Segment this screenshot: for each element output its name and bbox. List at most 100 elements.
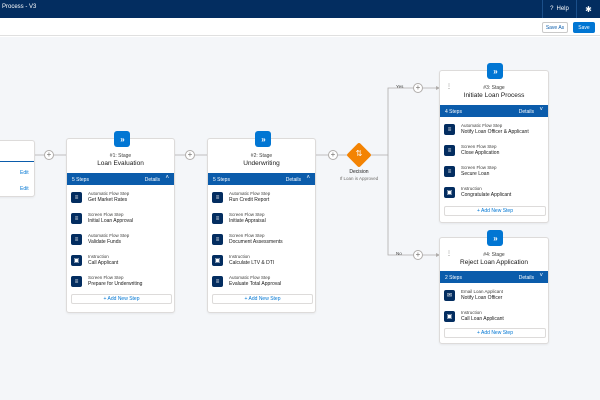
step-item[interactable]: ≡ Automatic Flow Step Validate Funds [71, 232, 170, 250]
add-step-button[interactable]: + Add New Step [71, 294, 172, 304]
settings-button[interactable]: ✱ [576, 0, 600, 18]
step-item[interactable]: ▣ Instruction Congratulate Applicant [444, 185, 544, 203]
stage-number: #4: Stage [483, 252, 505, 258]
email-icon: ✉ [444, 290, 455, 301]
add-stage-button[interactable]: + [328, 150, 338, 160]
chevron-down-icon[interactable]: ˅ [539, 107, 543, 113]
step-count: 5 Steps [213, 176, 230, 183]
drag-handle-icon[interactable]: ⋮ [446, 84, 452, 90]
step-type: Instruction [461, 186, 482, 191]
stage-card-reject-loan-application[interactable]: » ⋮ #4: Stage Reject Loan Application 2 … [439, 230, 549, 344]
stage-steps-bar: 5 Steps Details ˄ [67, 173, 174, 185]
step-type: Automatic Flow Step [88, 191, 130, 196]
step-name: Secure Loan [461, 171, 490, 177]
step-item[interactable]: ▣ Instruction Call Loan Applicant [444, 309, 544, 327]
question-icon: ? [550, 6, 554, 12]
help-button[interactable]: ? Help [542, 0, 576, 18]
details-toggle[interactable]: Details [285, 176, 301, 183]
step-type: Automatic Flow Step [88, 233, 130, 238]
step-item[interactable]: ≡ Screen Flow Step Close Application [444, 143, 544, 161]
details-toggle[interactable]: Details [518, 274, 534, 281]
step-name: Validate Funds [88, 239, 121, 245]
app-header: Process - V3 ? Help ✱ [0, 0, 600, 18]
flow-icon: ≡ [444, 166, 455, 177]
edit-link[interactable]: Edit [20, 186, 29, 192]
step-type: Automatic Flow Step [229, 191, 271, 196]
stage-card-underwriting[interactable]: » #2: Stage Underwriting 5 Steps Details… [207, 131, 316, 313]
step-item[interactable]: ≡ Screen Flow Step Document Assessments [212, 232, 311, 250]
stage-icon: » [487, 230, 503, 246]
add-step-button[interactable]: + Add New Step [444, 206, 546, 216]
flow-icon: ≡ [71, 234, 82, 245]
step-item[interactable]: ≡ Automatic Flow Step Notify Loan Office… [444, 122, 544, 140]
details-toggle[interactable]: Details [518, 108, 534, 115]
add-step-button[interactable]: + Add New Step [212, 294, 313, 304]
step-name: Get Market Rates [88, 197, 128, 203]
step-type: Instruction [461, 310, 482, 315]
flow-icon: ≡ [212, 276, 223, 287]
details-toggle[interactable]: Details [144, 176, 160, 183]
chevron-up-icon[interactable]: ˄ [306, 175, 310, 181]
step-type: Email Loan Applicant [461, 289, 504, 294]
flow-icon: ≡ [71, 192, 82, 203]
drag-handle-icon[interactable]: ⋮ [446, 251, 452, 257]
step-item[interactable]: ≡ Automatic Flow Step Evaluate Total App… [212, 274, 311, 292]
stage-card-initiate-loan-process[interactable]: » ⋮ #3: Stage Initiate Loan Process 4 St… [439, 63, 549, 223]
step-item[interactable]: ≡ Automatic Flow Step Run Credit Report [212, 190, 311, 208]
decision-icon: ⇅ [355, 149, 363, 158]
gear-icon: ✱ [585, 4, 592, 14]
instruction-icon: ▣ [444, 187, 455, 198]
step-item[interactable]: ▣ Instruction Calculate LTV & DTI [212, 253, 311, 271]
instruction-icon: ▣ [444, 311, 455, 322]
divider [0, 161, 34, 162]
step-type: Screen Flow Step [88, 275, 124, 280]
step-name: Calculate LTV & DTI [229, 260, 275, 266]
chevron-down-icon[interactable]: ˅ [539, 273, 543, 279]
stage-name: Initiate Loan Process [463, 92, 525, 99]
help-label: Help [556, 6, 569, 12]
step-item[interactable]: ▣ Instruction Call Applicant [71, 253, 170, 271]
step-item[interactable]: ✉ Email Loan Applicant Notify Loan Offic… [444, 288, 544, 306]
stage-steps-bar: 2 Steps Details ˅ [440, 271, 548, 283]
stage-number: #3: Stage [483, 85, 505, 91]
step-name: Close Application [461, 150, 500, 156]
yes-path-label: Yes [396, 84, 404, 89]
stage-number: #1: Stage [109, 153, 132, 159]
step-name: Call Applicant [88, 260, 119, 266]
step-name: Notify Loan Officer [461, 295, 503, 301]
add-stage-button[interactable]: + [44, 150, 54, 160]
stage-icon: » [487, 63, 503, 79]
instruction-icon: ▣ [71, 255, 82, 266]
stage-steps-bar: 5 Steps Details ˄ [208, 173, 315, 185]
step-name: Evaluate Total Approval [229, 281, 282, 287]
step-name: Document Assessments [229, 239, 283, 245]
add-stage-button[interactable]: + [413, 250, 423, 260]
step-item[interactable]: ≡ Screen Flow Step Secure Loan [444, 164, 544, 182]
step-item[interactable]: ≡ Screen Flow Step Initial Loan Approval [71, 211, 170, 229]
step-count: 5 Steps [72, 176, 89, 183]
step-type: Screen Flow Step [229, 212, 265, 217]
stage-number: #2: Stage [250, 153, 273, 159]
stage-name: Reject Loan Application [460, 259, 528, 266]
step-item[interactable]: ≡ Screen Flow Step Initiate Appraisal [212, 211, 311, 229]
flow-icon: ≡ [212, 234, 223, 245]
save-as-button[interactable]: Save As [542, 22, 568, 33]
step-name: Call Loan Applicant [461, 316, 504, 322]
step-type: Instruction [229, 254, 250, 259]
add-stage-button[interactable]: + [185, 150, 195, 160]
chevron-up-icon[interactable]: ˄ [165, 175, 169, 181]
stage-icon: » [114, 131, 130, 147]
step-item[interactable]: ≡ Automatic Flow Step Get Market Rates [71, 190, 170, 208]
partial-stage-card[interactable]: Edit Edit [0, 140, 35, 197]
edit-link[interactable]: Edit [20, 170, 29, 176]
step-type: Automatic Flow Step [461, 123, 503, 128]
stage-card-loan-evaluation[interactable]: » #1: Stage Loan Evaluation 5 Steps Deta… [66, 131, 175, 313]
save-button[interactable]: Save [573, 22, 595, 33]
add-step-button[interactable]: + Add New Step [444, 328, 546, 338]
stage-steps-bar: 4 Steps Details ˅ [440, 105, 548, 117]
step-item[interactable]: ≡ Screen Flow Step Prepare for Underwrit… [71, 274, 170, 292]
add-stage-button[interactable]: + [413, 83, 423, 93]
step-type: Screen Flow Step [461, 144, 497, 149]
step-type: Automatic Flow Step [229, 275, 271, 280]
stage-icon: » [255, 131, 271, 147]
